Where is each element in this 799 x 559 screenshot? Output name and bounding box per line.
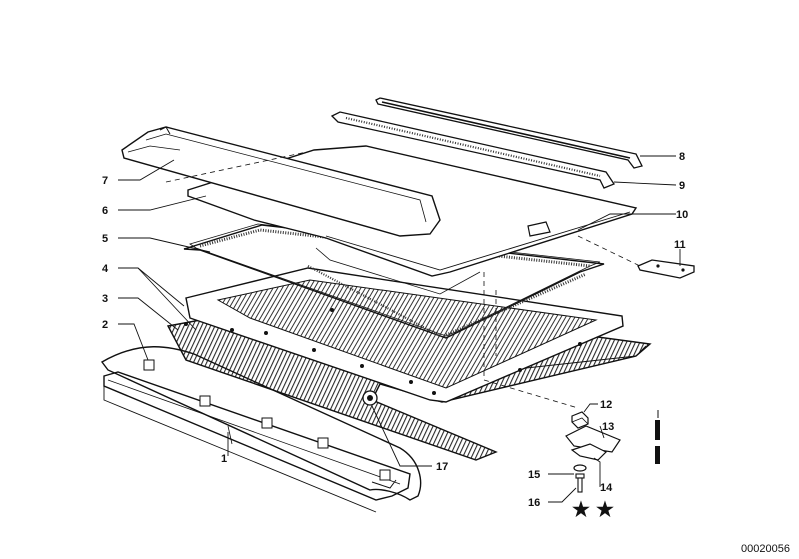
callout-3: 3 — [102, 293, 108, 305]
part-screw-16 — [575, 473, 585, 493]
callout-4: 4 — [102, 263, 109, 275]
part-trim-shell — [100, 346, 422, 501]
callout-17: 17 — [436, 461, 448, 473]
part-clip-14 — [570, 443, 608, 461]
part-seal-strip — [330, 111, 615, 189]
part-small-block — [527, 221, 551, 237]
star-mark: ★ — [572, 499, 590, 521]
callout-1: 1 — [221, 453, 227, 465]
part-wind-deflector — [121, 126, 441, 237]
callout-12: 12 — [600, 399, 612, 411]
callout-14: 14 — [600, 482, 613, 494]
callout-6: 6 — [102, 205, 108, 217]
star-mark: ★ — [596, 499, 614, 521]
callout-2: 2 — [102, 319, 108, 331]
star-marks: ★ ★ — [572, 499, 614, 521]
callout-13: 13 — [602, 421, 614, 433]
reference-number: 00020056 — [741, 543, 790, 555]
leader-lines — [118, 155, 681, 503]
callout-labels: 1 2 3 4 5 6 7 8 9 10 11 12 13 14 15 16 1… — [102, 151, 688, 509]
callout-8: 8 — [679, 151, 685, 163]
detail-bracket-side — [655, 410, 660, 464]
callout-16: 16 — [528, 497, 540, 509]
callout-9: 9 — [679, 180, 685, 192]
callout-11: 11 — [674, 239, 686, 251]
callout-5: 5 — [102, 233, 108, 245]
part-washer-15 — [573, 464, 587, 472]
part-trim-carrier — [103, 371, 411, 513]
part-nut-12 — [571, 411, 589, 429]
part-plate-13 — [565, 425, 621, 453]
callout-10: 10 — [676, 209, 688, 221]
callout-7: 7 — [102, 175, 108, 187]
alignment-lines — [165, 149, 641, 409]
part-gasket-frame — [184, 267, 624, 403]
callout-15: 15 — [528, 469, 540, 481]
part-bracket — [637, 259, 695, 279]
part-fastener — [362, 390, 378, 406]
part-rail — [375, 97, 643, 169]
